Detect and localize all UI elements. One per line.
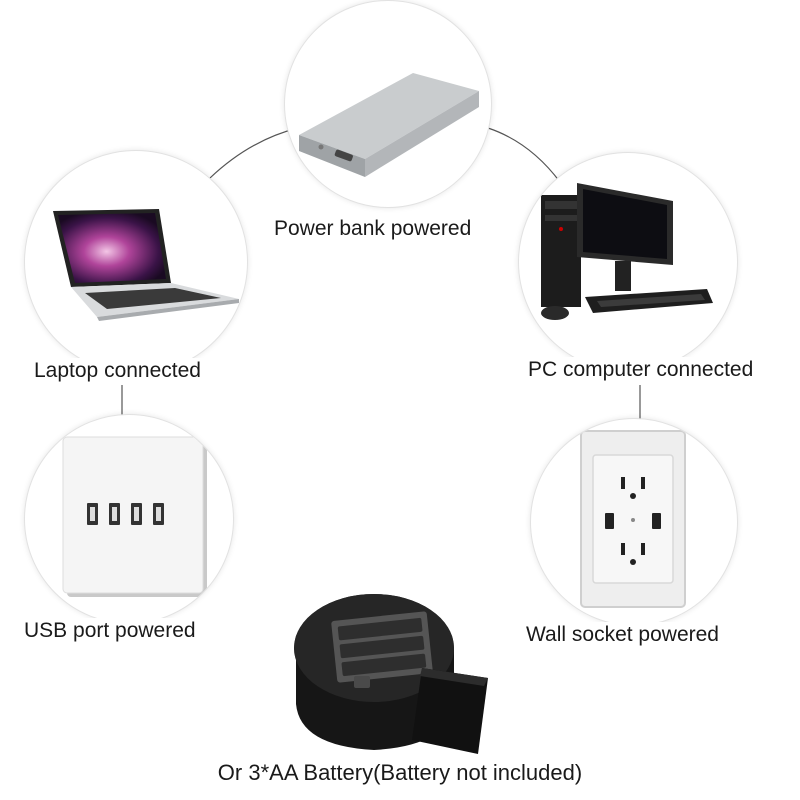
power-bank-label: Power bank powered (272, 216, 474, 242)
laptop-circle (24, 150, 248, 374)
battery-compartment-icon (294, 594, 488, 754)
usb-panel-circle (24, 414, 234, 624)
laptop-label: Laptop connected (32, 358, 203, 384)
power-bank-circle (284, 0, 492, 208)
wall-socket-icon (580, 430, 686, 608)
laptop-icon (53, 209, 239, 321)
wall-socket-circle (530, 418, 738, 626)
battery-caption: Or 3*AA Battery(Battery not included) (217, 760, 583, 785)
wall-socket-label: Wall socket powered (524, 622, 721, 648)
usb-wall-panel-icon (62, 436, 207, 597)
desktop-pc-icon (541, 183, 713, 320)
pc-circle (518, 152, 738, 372)
power-bank-icon (299, 73, 479, 177)
usb-port-label: USB port powered (22, 618, 198, 644)
pc-label: PC computer connected (526, 357, 756, 383)
